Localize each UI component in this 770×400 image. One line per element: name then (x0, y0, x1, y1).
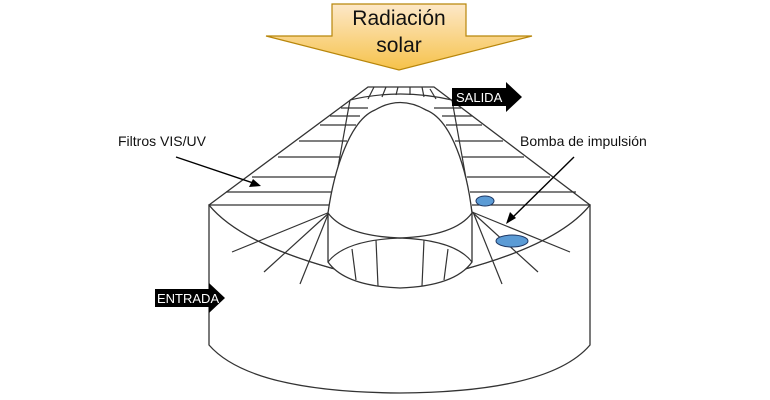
solar-radiation-label-line2: solar (376, 34, 422, 57)
outlet-arrow: SALIDA (452, 82, 522, 112)
dome-wall-segments (351, 239, 449, 287)
inlet-label: ENTRADA (157, 291, 219, 306)
central-dome-base-ring (327, 237, 473, 263)
solar-radiation-label-line1: Radiación (352, 7, 445, 30)
inlet-arrow: ENTRADA (155, 283, 225, 313)
pump-label: Bomba de impulsión (520, 133, 647, 149)
solar-radiation-arrow: Radiación solar (265, 3, 533, 71)
reactor-body (208, 86, 591, 394)
outlet-label: SALIDA (456, 90, 503, 105)
pump-small (475, 195, 495, 207)
top-band-arc (349, 93, 453, 101)
pump-large (495, 234, 529, 248)
central-dome-top (327, 101, 473, 239)
filters-callout: Filtros VIS/UV (118, 133, 261, 187)
filters-pointer-arrowhead (249, 179, 261, 187)
top-band-ticks (367, 86, 437, 100)
filters-label: Filtros VIS/UV (118, 133, 207, 149)
pump-pointer-arrowhead (506, 212, 516, 224)
pump-callout: Bomba de impulsión (506, 133, 647, 224)
left-filter-grid (209, 99, 368, 285)
